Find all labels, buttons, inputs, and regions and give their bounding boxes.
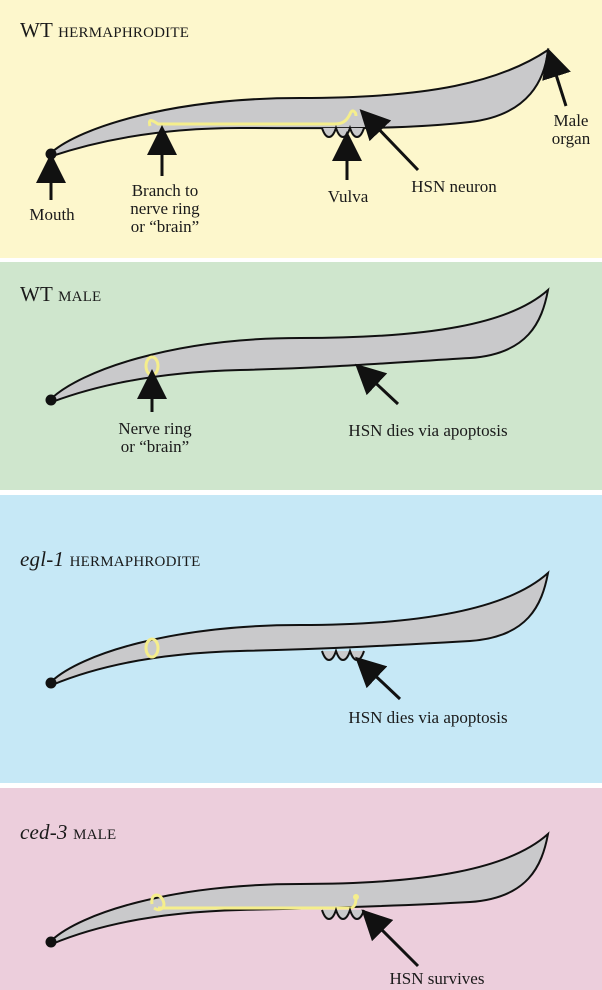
mouth-dot <box>46 395 57 406</box>
worm-diagram <box>0 262 602 490</box>
vulva-bumps <box>322 910 364 919</box>
label-hsn-neuron: HSN neuron <box>392 178 516 195</box>
hsn-cell <box>353 894 359 900</box>
label-vulva: Vulva <box>318 188 378 205</box>
worm-body <box>52 573 548 685</box>
label-hsn-survives: HSN survives <box>372 970 502 987</box>
panel-wt-male: WT male Nerve ring or “brain” HSN dies v… <box>0 262 602 490</box>
worm-body <box>52 50 548 156</box>
worm-body <box>52 290 548 402</box>
label-brain: or “brain” <box>100 438 210 455</box>
worm-diagram <box>0 0 602 258</box>
worm-diagram <box>0 495 602 783</box>
label-nerve-ring: Nerve ring <box>100 420 210 437</box>
vulva-bumps <box>322 651 364 660</box>
label-branch-2: nerve ring <box>110 200 220 217</box>
vulva-bumps <box>322 128 364 137</box>
mouth-dot <box>46 937 57 948</box>
panel-ced3-male: ced-3 male HSN survives <box>0 788 602 990</box>
panel-egl1-hermaphrodite: egl-1 hermaphrodite HSN dies via apoptos… <box>0 495 602 783</box>
worm-diagram <box>0 788 602 990</box>
label-organ: organ <box>546 130 596 147</box>
mouth-dot <box>46 678 57 689</box>
panel-wt-hermaphrodite: WT hermaphrodite Mouth Branch to nerve r… <box>0 0 602 258</box>
label-mouth: Mouth <box>20 206 84 223</box>
worm-body <box>52 834 548 944</box>
label-hsn-dies: HSN dies via apoptosis <box>328 422 528 439</box>
mouth-dot <box>46 149 57 160</box>
label-branch: Branch to <box>110 182 220 199</box>
label-branch-3: or “brain” <box>110 218 220 235</box>
label-male: Male <box>546 112 596 129</box>
label-hsn-dies: HSN dies via apoptosis <box>328 709 528 726</box>
